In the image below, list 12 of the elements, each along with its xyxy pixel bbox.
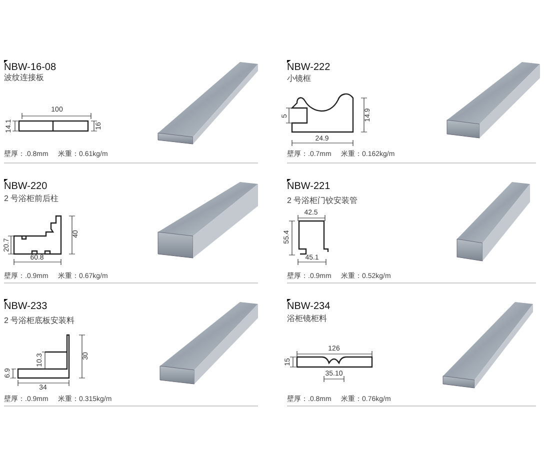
product-name: 2 号浴柜底板安装料 <box>4 317 75 325</box>
product-code: NBW-221 <box>287 182 330 192</box>
product-name: 2 号浴柜前后柱 <box>4 195 59 203</box>
product-name: 波纹连接板 <box>4 74 44 82</box>
product-name: 浴柜镜柜料 <box>287 315 327 323</box>
product-name: 2 号浴柜门铰安装管 <box>287 197 358 205</box>
product-name: 小镜框 <box>287 75 311 83</box>
product-code: NBW-222 <box>287 63 330 73</box>
product-code: NBW-220 <box>4 182 48 192</box>
product-code: NBW-233 <box>4 302 48 312</box>
product-code: NBW-234 <box>287 302 330 312</box>
product-code: NBW-16-08 <box>4 63 56 73</box>
